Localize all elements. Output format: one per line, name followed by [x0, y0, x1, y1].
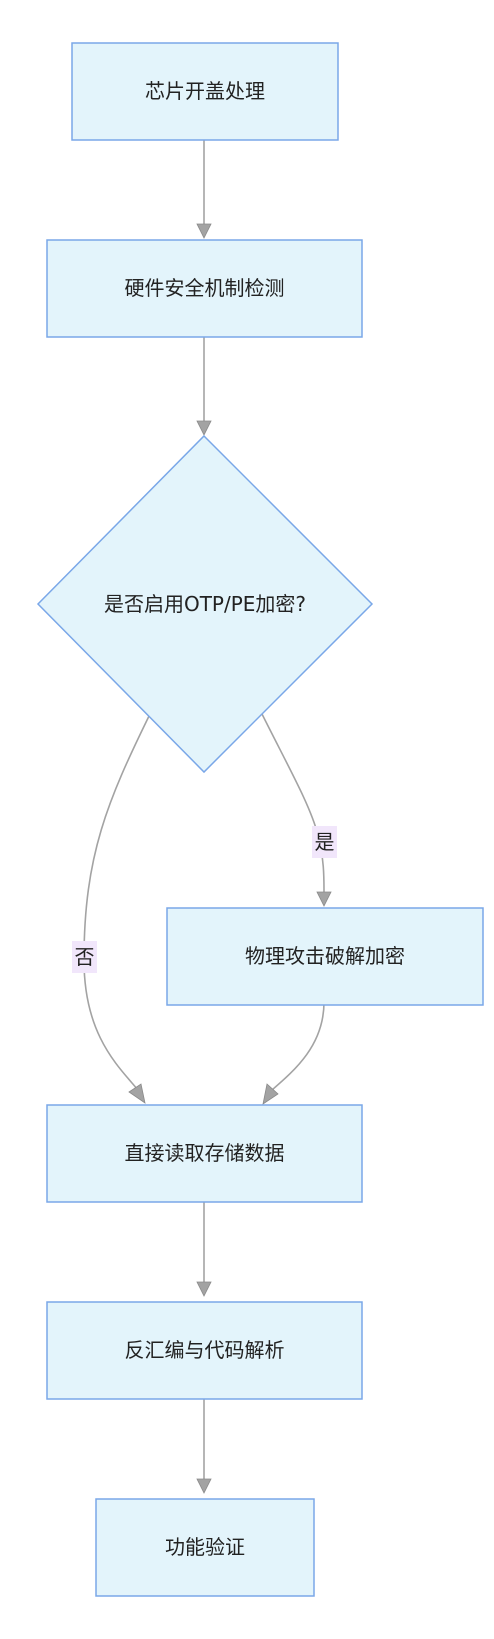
arrow-head-icon — [196, 1281, 212, 1297]
edge-crack-to-read — [271, 1001, 325, 1091]
svg-text:芯片开盖处理: 芯片开盖处理 — [145, 79, 265, 103]
edge-decision-yes — [261, 713, 325, 893]
node-decision[interactable]: 是否启用OTP/PE加密? — [36, 434, 374, 774]
node-verify[interactable]: 功能验证 — [95, 1498, 315, 1597]
svg-text:是否启用OTP/PE加密?: 是否启用OTP/PE加密? — [104, 592, 306, 616]
svg-text:物理攻击破解加密: 物理攻击破解加密 — [245, 944, 405, 968]
node-physical-crack[interactable]: 物理攻击破解加密 — [166, 907, 484, 1006]
edge-decision-no — [83, 713, 151, 1091]
svg-text:是: 是 — [315, 830, 335, 854]
node-decap[interactable]: 芯片开盖处理 — [71, 42, 339, 141]
node-read-storage[interactable]: 直接读取存储数据 — [46, 1104, 363, 1203]
arrow-head-icon — [128, 1083, 146, 1104]
node-disassemble[interactable]: 反汇编与代码解析 — [46, 1301, 363, 1400]
arrow-head-icon — [196, 420, 212, 436]
arrow-head-icon — [316, 891, 332, 907]
svg-text:硬件安全机制检测: 硬件安全机制检测 — [125, 276, 285, 300]
arrow-head-icon — [196, 1478, 212, 1494]
edge-label-yes: 是 — [312, 826, 337, 858]
node-hw-check[interactable]: 硬件安全机制检测 — [46, 239, 363, 338]
svg-text:否: 否 — [75, 945, 95, 969]
svg-text:直接读取存储数据: 直接读取存储数据 — [125, 1141, 285, 1165]
svg-text:功能验证: 功能验证 — [165, 1535, 245, 1559]
svg-text:反汇编与代码解析: 反汇编与代码解析 — [125, 1338, 285, 1362]
arrow-head-icon — [196, 223, 212, 239]
edge-label-no: 否 — [72, 941, 97, 973]
arrow-head-icon — [262, 1083, 279, 1105]
